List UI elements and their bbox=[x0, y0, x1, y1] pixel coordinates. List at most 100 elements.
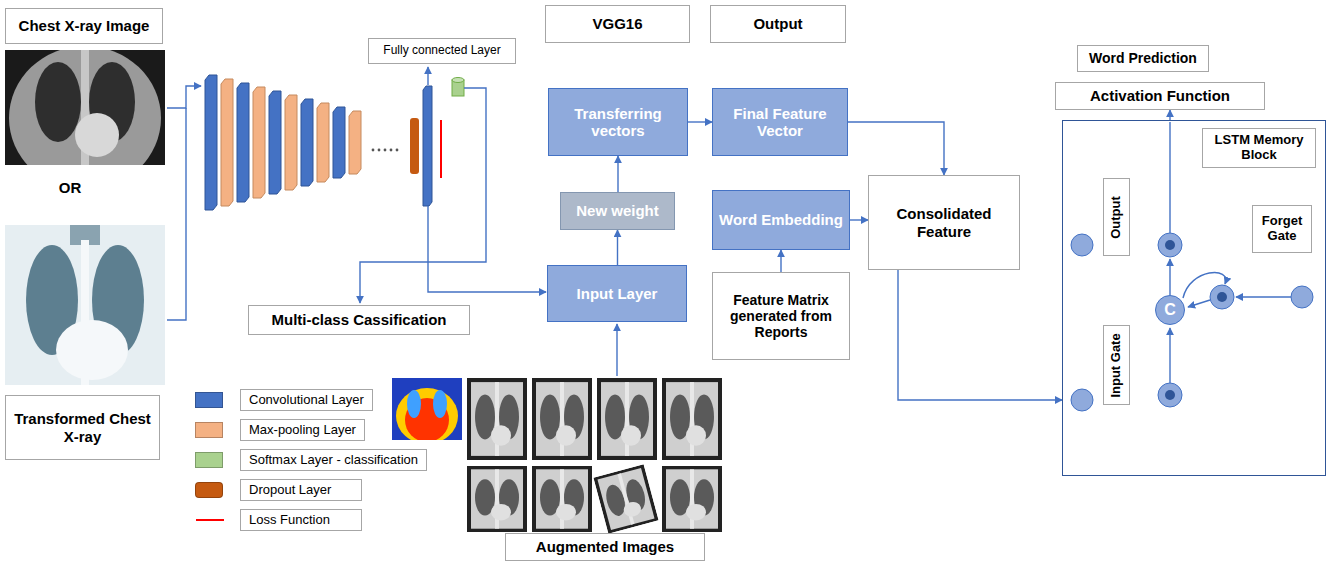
connector-arrow bbox=[617, 156, 618, 192]
node-text: Multi-class Cassification bbox=[271, 311, 446, 328]
memory-block: LSTM Memory BlockOutput Forget GateC Input… bbox=[1062, 120, 1326, 476]
node-text: VGG16 bbox=[592, 15, 642, 32]
pool-layer bbox=[221, 79, 233, 206]
lstm-gate-circle bbox=[1210, 285, 1234, 309]
xray-ground bbox=[5, 225, 165, 385]
loss-swatch bbox=[196, 519, 224, 521]
free-label: OR bbox=[45, 179, 95, 196]
node-text: Augmented Images bbox=[536, 538, 674, 555]
lstm-wire bbox=[1169, 328, 1170, 383]
cell-circle: C bbox=[1155, 295, 1185, 325]
lstm-circle bbox=[1291, 286, 1313, 308]
softmax-top bbox=[452, 78, 464, 83]
fc-layer bbox=[423, 86, 432, 206]
legend-row: Max-pooling Layer bbox=[195, 418, 365, 442]
ellipsis-dot bbox=[372, 149, 375, 152]
conv-layer bbox=[333, 107, 345, 178]
legend-swatch bbox=[195, 482, 223, 498]
input-arrow bbox=[167, 86, 201, 108]
transfer-arrow bbox=[428, 206, 546, 292]
pool-layer bbox=[349, 111, 361, 174]
legend-text: Max-pooling Layer bbox=[240, 419, 365, 442]
ellipsis-dot bbox=[396, 149, 399, 152]
connector-arrow bbox=[688, 121, 712, 122]
node-text: Transferring vectors bbox=[555, 105, 681, 140]
conv-layer bbox=[301, 99, 313, 186]
lstm-circle bbox=[1071, 234, 1093, 256]
legend-swatch bbox=[195, 422, 223, 438]
label-box: Output bbox=[710, 5, 846, 43]
augmented-image bbox=[467, 378, 527, 460]
process-box: Transferring vectors bbox=[548, 88, 688, 156]
legend-row: Softmax Layer - classification bbox=[195, 448, 427, 472]
xray-heart bbox=[75, 113, 119, 157]
lstm-loop bbox=[1183, 272, 1226, 298]
node-text: Input Layer bbox=[577, 285, 658, 302]
xray-body bbox=[9, 50, 161, 165]
node-text: Consolidated Feature bbox=[875, 205, 1013, 240]
ellipsis-dot bbox=[390, 149, 393, 152]
process-box: Word Embedding bbox=[712, 190, 850, 250]
label-box: Word Prediction bbox=[1077, 45, 1209, 72]
augmented-image bbox=[467, 466, 527, 532]
lstm-gate-circle bbox=[1158, 383, 1182, 407]
gate-box: Input Gate bbox=[1103, 325, 1130, 405]
label-box: Augmented Images bbox=[505, 533, 705, 561]
lstm-gate-dot bbox=[1165, 390, 1175, 400]
pool-layer bbox=[285, 95, 297, 190]
lstm-gate-dot bbox=[1217, 292, 1227, 302]
connector-arrow bbox=[1169, 110, 1170, 120]
process-box: Final Feature Vector bbox=[712, 88, 848, 156]
classification-arrow bbox=[360, 88, 486, 303]
lstm-wire bbox=[1169, 259, 1170, 295]
leader-arrow bbox=[427, 67, 428, 85]
lstm-circle bbox=[1071, 389, 1093, 411]
xray-heart bbox=[56, 320, 128, 380]
legend-row: Loss Function bbox=[195, 508, 362, 532]
lstm-wire bbox=[1236, 296, 1291, 297]
thermal-zone bbox=[396, 388, 458, 440]
loss-line bbox=[440, 120, 442, 178]
pool-layer bbox=[253, 87, 265, 198]
weight-box: New weight bbox=[560, 192, 675, 230]
node-text: Output bbox=[1109, 196, 1124, 239]
label-box: Feature Matrix generated from Reports bbox=[712, 272, 850, 360]
connector-arrow bbox=[850, 219, 868, 220]
thermal-zone bbox=[407, 390, 421, 418]
conv-layer bbox=[269, 91, 281, 194]
xray-lung bbox=[35, 62, 81, 142]
augmented-image bbox=[532, 466, 592, 532]
node-text: C bbox=[1164, 301, 1176, 319]
process-box: Input Layer bbox=[547, 265, 687, 322]
node-text: LSTM Memory Block bbox=[1202, 128, 1316, 168]
augmented-image bbox=[532, 378, 592, 460]
conv-layer bbox=[205, 75, 217, 210]
conv-layer bbox=[237, 83, 249, 202]
legend-text: Loss Function bbox=[240, 509, 362, 532]
label-text: OR bbox=[45, 179, 95, 196]
node-text: Forget Gate bbox=[1256, 214, 1308, 244]
thermal-image bbox=[392, 378, 462, 440]
label-box: VGG16 bbox=[545, 5, 690, 43]
node-text: Final Feature Vector bbox=[719, 105, 841, 140]
legend-row: Dropout Layer bbox=[195, 478, 362, 502]
connector-arrow bbox=[780, 250, 781, 272]
legend-swatch bbox=[195, 512, 223, 528]
connector-arrow bbox=[617, 230, 618, 265]
gate-box: Output bbox=[1103, 178, 1130, 256]
legend-swatch bbox=[195, 452, 223, 468]
node-text: Input Gate bbox=[1109, 333, 1124, 397]
thermal-zone bbox=[433, 390, 447, 418]
legend-text: Softmax Layer - classification bbox=[240, 449, 427, 472]
legend-text: Convolutional Layer bbox=[240, 389, 373, 412]
node-text: Word Prediction bbox=[1089, 50, 1197, 66]
connector-arrow bbox=[898, 270, 1062, 400]
connector-arrow bbox=[848, 122, 944, 175]
legend-swatch bbox=[195, 392, 223, 408]
augmented-image bbox=[662, 378, 722, 460]
label-box: Chest X-ray Image bbox=[5, 8, 163, 44]
augmented-image bbox=[593, 464, 658, 533]
ellipsis-dot bbox=[378, 149, 381, 152]
node-text: Activation Function bbox=[1090, 87, 1230, 104]
